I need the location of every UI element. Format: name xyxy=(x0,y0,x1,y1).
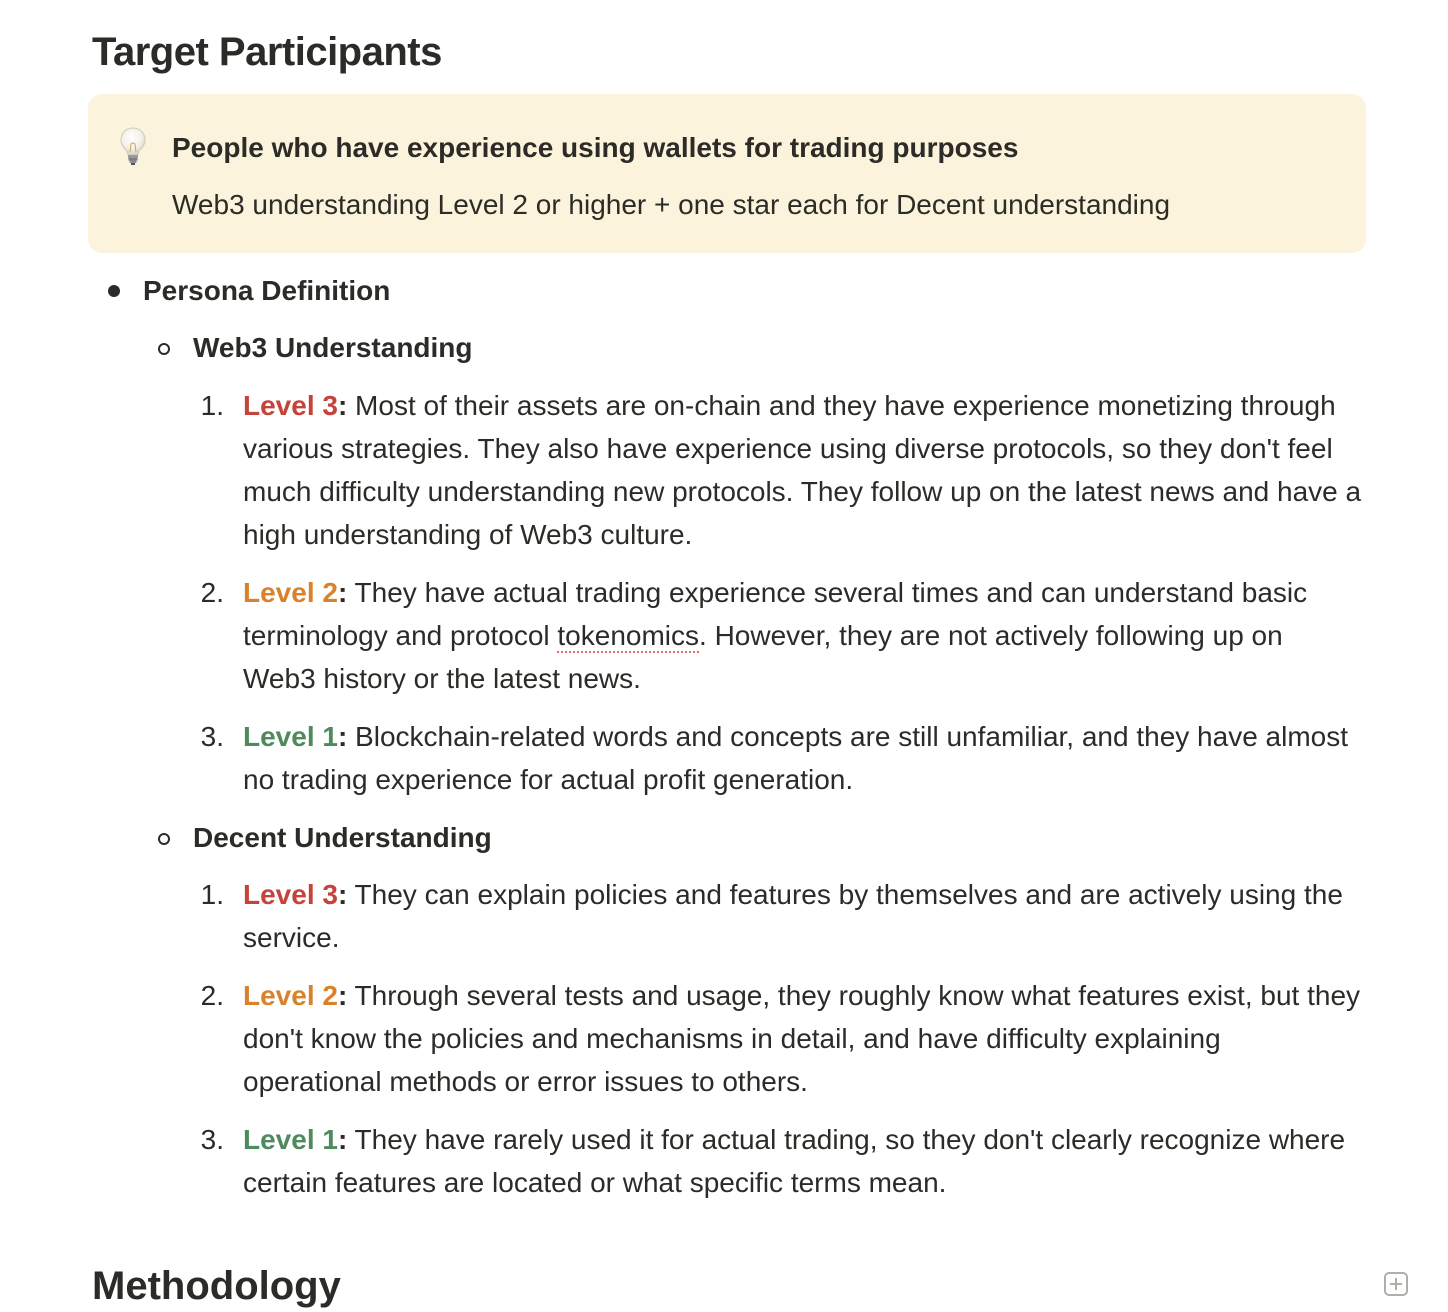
level-1-label: Level 1 xyxy=(243,721,338,752)
level-description: They can explain policies and features b… xyxy=(243,879,1343,953)
decent-understanding-heading[interactable]: Decent Understanding xyxy=(193,822,492,853)
level-description-end: . However, they are not actively followi… xyxy=(243,620,1283,694)
level-description: Most of their assets are on-chain and th… xyxy=(243,390,1362,550)
add-comment-icon[interactable] xyxy=(1384,1272,1408,1296)
level-description: They have actual trading experience seve… xyxy=(243,577,1308,651)
lightbulb-icon[interactable] xyxy=(118,126,148,166)
level-description: They have rarely used it for actual trad… xyxy=(243,1124,1346,1198)
bullet-disc-icon xyxy=(108,285,120,297)
level-2-label: Level 2 xyxy=(243,980,338,1011)
spellcheck-flagged-word[interactable]: tokenomics xyxy=(557,620,700,651)
methodology-heading[interactable]: Methodology xyxy=(92,1264,341,1308)
list-item[interactable]: Level 2: They have actual trading experi… xyxy=(243,577,1308,694)
list-number: 3. xyxy=(200,1124,224,1155)
list-number: 3. xyxy=(200,721,224,752)
callout-title: People who have experience using wallets… xyxy=(172,132,1019,163)
web3-understanding-heading[interactable]: Web3 Understanding xyxy=(193,332,473,363)
bullet-circle-icon xyxy=(158,343,170,355)
page-title[interactable]: Target Participants xyxy=(92,30,442,74)
list-item[interactable]: Level 3: Most of their assets are on-cha… xyxy=(243,390,1362,550)
callout-block[interactable] xyxy=(88,94,1366,253)
list-number: 1. xyxy=(200,879,224,910)
list-number: 2. xyxy=(200,980,224,1011)
callout-body: Web3 understanding Level 2 or higher + o… xyxy=(172,189,1171,220)
level-1-label: Level 1 xyxy=(243,1124,338,1155)
list-item[interactable]: Level 1: They have rarely used it for ac… xyxy=(243,1124,1346,1198)
list-item[interactable]: Level 1: Blockchain-related words and co… xyxy=(243,721,1349,795)
bullet-circle-icon xyxy=(158,833,170,845)
persona-definition-heading[interactable]: Persona Definition xyxy=(143,275,391,306)
list-item[interactable]: Level 2: Through several tests and usage… xyxy=(243,980,1361,1097)
level-3-label: Level 3 xyxy=(243,390,338,421)
list-number: 1. xyxy=(200,390,224,421)
level-description: Through several tests and usage, they ro… xyxy=(243,980,1361,1097)
level-3-label: Level 3 xyxy=(243,879,338,910)
level-2-label: Level 2 xyxy=(243,577,338,608)
list-item[interactable]: Level 3: They can explain policies and f… xyxy=(243,879,1343,953)
list-number: 2. xyxy=(200,577,224,608)
level-description: Blockchain-related words and concepts ar… xyxy=(243,721,1349,795)
